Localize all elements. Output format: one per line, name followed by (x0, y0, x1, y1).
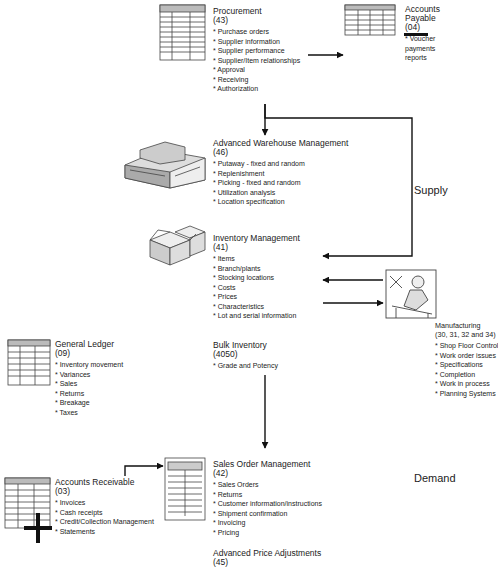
inventory-boxes-icon (150, 226, 205, 265)
module-text: Advanced Warehouse Management(46) * Putaw… (213, 139, 348, 207)
plus-symbol (24, 513, 52, 543)
module-heading: (42) (213, 469, 322, 478)
module-heading: (46) (213, 148, 348, 157)
warehouse-building-icon (125, 142, 205, 188)
module-item: * Customer information/instructions (213, 499, 322, 509)
module-heading: (4050) (213, 350, 300, 359)
module-item: * Cash receipts (55, 508, 154, 518)
module-item: * Supplier information (213, 37, 300, 47)
module-item: * Location specification (213, 197, 348, 207)
module-text: Inventory Management(41) * Items* Branch/… (213, 234, 300, 370)
module-heading: (41) (213, 243, 300, 252)
module-heading: (45) (213, 558, 322, 567)
flow-arrow (308, 54, 343, 55)
module-text: General Ledger(09)* Inventory movement* … (55, 340, 123, 417)
module-heading: Advanced Price Adjustments (213, 549, 322, 558)
module-box: Accounts Receivable(03) * Invoices* Cash … (3, 476, 160, 548)
module-item: * Putaway - fixed and random (213, 159, 348, 169)
module-item: * Branch/plants (213, 264, 300, 274)
module-text: Accounts Receivable(03) * Invoices* Cash … (55, 478, 154, 536)
module-box: Advanced Warehouse Management(46)* Putaw… (123, 135, 338, 207)
receivables-ledger-icon (5, 478, 50, 528)
module-item: * Returns (213, 490, 322, 500)
manufacturing-worker-icon (386, 270, 436, 318)
module-heading: (09) (55, 349, 123, 358)
module-box: Sales Order Management(42) * Sales Orders… (163, 448, 363, 570)
module-item: * Supplier/Item relationships (213, 56, 300, 66)
module-heading: General Ledger (55, 340, 123, 349)
module-heading: Procurement (213, 7, 300, 16)
module-item: * Invoicing (213, 518, 322, 528)
module-item: * Stocking locations (213, 273, 300, 283)
module-item: * Utilization analysis (213, 188, 348, 198)
procurement-form-icon (160, 5, 205, 60)
section-label: Supply (414, 184, 448, 196)
module-item: * Replenishment (213, 169, 348, 179)
module-heading: Accounts Payable (405, 5, 455, 23)
module-heading: (43) (213, 16, 300, 25)
module-item: * Statements (55, 527, 154, 537)
module-item: * Invoices (55, 498, 154, 508)
module-item: * Supplier performance (213, 46, 300, 56)
module-item: * Purchase orders (213, 27, 300, 37)
module-heading: (03) (55, 487, 154, 496)
module-heading: Bulk Inventory (213, 341, 300, 350)
module-text: Accounts Payable(04) * Voucher payments r… (405, 5, 455, 63)
module-item: * Variances (55, 370, 123, 380)
module-heading: Sales Order Management (213, 460, 322, 469)
section-label: Demand (414, 472, 456, 484)
module-item: * Inventory movement (55, 360, 123, 370)
module-item: * Characteristics (213, 302, 300, 312)
module-item: * Credit/Collection Management (55, 517, 154, 527)
module-item: * Shop Floor Control (435, 341, 498, 351)
module-item: * Picking - fixed and random (213, 178, 348, 188)
module-item: * Sales Orders (213, 480, 322, 490)
module-item: * Pricing (213, 528, 322, 538)
module-box: Manufacturing(30, 31, 32 and 34) * Shop F… (383, 266, 497, 396)
module-text: Manufacturing(30, 31, 32 and 34) * Shop F… (435, 321, 498, 398)
module-item: * Work order issues (435, 351, 498, 361)
module-heading: (04) (405, 23, 455, 32)
flow-arrow (264, 104, 265, 135)
module-item: * Sales (55, 379, 123, 389)
module-heading: (30, 31, 32 and 34) (435, 330, 498, 339)
module-heading: Inventory Management (213, 234, 300, 243)
module-box: Accounts Payable(04) * Voucher payments r… (343, 4, 463, 74)
flow-arrow (323, 302, 383, 303)
module-item: * Lot and serial information (213, 311, 300, 321)
flow-arrow (125, 466, 163, 476)
module-item: * Returns (55, 389, 123, 399)
module-item: * Items (213, 254, 300, 264)
module-heading: Manufacturing (435, 321, 498, 330)
module-box: Procurement(43)* Purchase orders* Suppli… (158, 4, 308, 104)
module-item: * Taxes (55, 408, 123, 418)
module-item: * Approval (213, 65, 300, 75)
payables-ledger-icon (345, 5, 395, 35)
module-item: * Receiving (213, 75, 300, 85)
flow-arrow (323, 279, 383, 280)
module-item: * Planning Systems (435, 389, 498, 399)
module-heading: Advanced Warehouse Management (213, 139, 348, 148)
module-item: * Grade and Potency (213, 361, 300, 371)
module-item: * Costs (213, 283, 300, 293)
module-text: Sales Order Management(42) * Sales Orders… (213, 460, 322, 567)
module-item: * Specifications (435, 360, 498, 370)
flow-arrow (264, 375, 265, 448)
module-item: * Completion (435, 370, 498, 380)
module-item: * Voucher payments reports (405, 34, 455, 63)
module-item: * Breakage (55, 398, 123, 408)
module-item: * Shipment confirmation (213, 509, 322, 519)
module-heading: Accounts Receivable (55, 478, 154, 487)
module-item: * Work in process (435, 379, 498, 389)
sales-order-form-icon (165, 458, 205, 520)
module-item: * Authorization (213, 84, 300, 94)
module-box: Inventory Management(41) * Items* Branch/… (146, 225, 323, 375)
module-box: General Ledger(09)* Inventory movement* … (6, 338, 141, 422)
general-ledger-icon (8, 340, 50, 385)
module-text: Procurement(43)* Purchase orders* Suppli… (213, 7, 300, 94)
module-item: * Prices (213, 292, 300, 302)
